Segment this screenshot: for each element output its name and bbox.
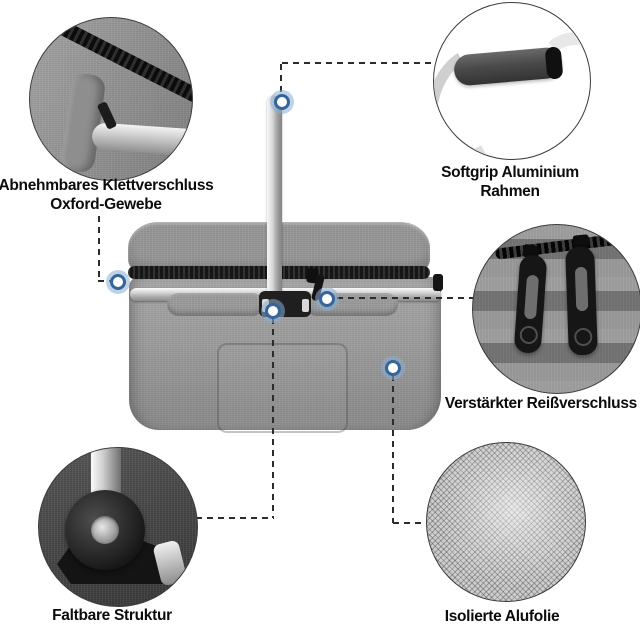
connector-foil-vertical: [392, 375, 394, 523]
zipper-pull-hole: [574, 266, 588, 312]
feature-label-grip-line2: Rahmen: [480, 183, 540, 200]
feature-label-velcro: Abnehmbares Klettverschluss Oxford-Geweb…: [0, 176, 226, 214]
connector-zipper-horizontal: [337, 297, 473, 299]
feature-label-foil: Isolierte Alufolie: [444, 608, 560, 625]
velcro-zipper-detail: [30, 18, 192, 119]
connector-velcro-horizontal: [98, 280, 113, 282]
connector-fold-vertical: [272, 318, 274, 518]
fold-hinge-disc: [65, 490, 145, 570]
mount-clip-right: [302, 299, 309, 312]
callout-circle-velcro: [29, 17, 193, 181]
hotspot-zipper-icon: [319, 291, 335, 307]
basket-front-pocket: [217, 343, 348, 433]
side-clip: [433, 274, 443, 291]
callout-circle-grip: [433, 2, 591, 160]
connector-grip-vertical: [280, 64, 282, 97]
connector-grip-horizontal: [282, 62, 434, 64]
feature-label-velcro-line2: Oxford-Gewebe: [50, 196, 162, 213]
feature-label-grip: Softgrip Aluminium Rahmen: [410, 163, 610, 201]
callout-circle-zipper: [472, 224, 640, 394]
connector-velcro-vertical: [98, 216, 100, 282]
zipper-pull-detail-1: [513, 254, 548, 354]
feature-label-velcro-line1: Abnehmbares Klettverschluss: [0, 177, 214, 194]
connector-fold-horizontal: [196, 517, 274, 519]
hotspot-grip-icon: [274, 94, 290, 110]
aluminium-handle: [267, 96, 282, 296]
zipper-pull-hole: [523, 274, 539, 320]
callout-circle-foil: [426, 442, 586, 602]
grip-end-ring: [544, 46, 564, 80]
frame-fabric-sleeve-left: [167, 293, 264, 316]
zipper-pull-logo: [518, 325, 538, 345]
zipper-pull-detail-2: [565, 246, 598, 356]
feature-label-fold: Faltbare Struktur: [52, 607, 172, 624]
hotspot-foil-icon: [385, 360, 401, 376]
velcro-flap-detail: [59, 72, 107, 174]
connector-foil-horizontal: [393, 522, 428, 524]
feature-label-grip-line1: Softgrip Aluminium: [441, 164, 579, 181]
hotspot-velcro-icon: [110, 274, 126, 290]
zipper-pull-logo: [573, 327, 593, 347]
hotspot-fold-icon: [265, 303, 281, 319]
fold-hinge-pin: [91, 516, 119, 544]
callout-circle-fold: [38, 447, 198, 607]
feature-label-zipper: Verstärkter Reißverschluss: [444, 395, 637, 412]
